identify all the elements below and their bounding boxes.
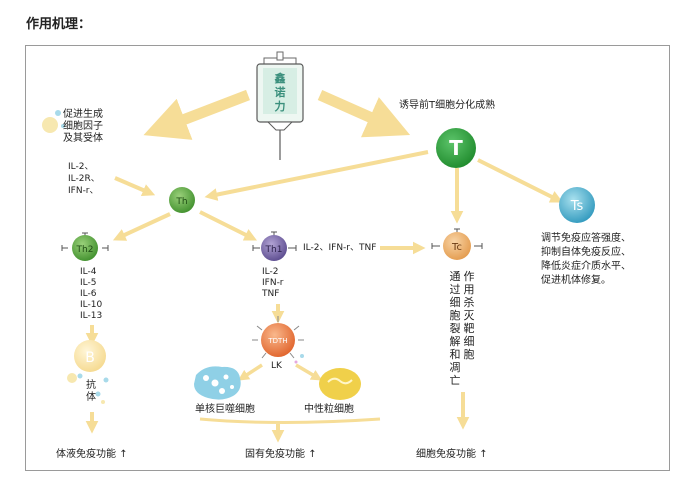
innate-bracket (199, 417, 381, 424)
cell-tdth: TDTH (252, 316, 304, 364)
flow-arrows (85, 150, 564, 443)
ts-effect-item: 调节免疫应答强度、 (541, 233, 631, 244)
up-arrow-icon: ↑ (308, 449, 317, 460)
ts-effects-list: 调节免疫应答强度、 抑制自体免疫反应、 降低炎症介质水平、 促进机体修复。 (541, 232, 631, 288)
cell-th1-label: Th1 (265, 245, 283, 255)
th2-output-item: IL-6 (80, 289, 97, 299)
cell-th2-label: Th2 (76, 245, 94, 255)
innate-function-text: 固有免疫功能 (245, 449, 305, 460)
th2-output-item: IL-4 (80, 267, 97, 277)
cell-tc: Tc (431, 228, 483, 260)
cell-tc-label: Tc (451, 242, 462, 253)
ts-effect-item: 促进机体修复。 (541, 275, 611, 286)
cell-neutrophil (319, 368, 361, 400)
cell-macrophage (194, 366, 241, 400)
cell-ts-label: Ts (570, 199, 584, 214)
cell-th-label: Th (175, 197, 187, 207)
cellular-function-text: 细胞免疫功能 (416, 449, 476, 460)
arrow-to-induce (317, 89, 411, 138)
induce-label: 诱导前T细胞分化成熟 (399, 100, 496, 111)
promote-line: 促进生成 (63, 109, 103, 120)
th2-output-item: IL-10 (80, 300, 103, 310)
antibody-label: 抗体 (86, 380, 96, 403)
arrow-to-promote (143, 89, 250, 140)
arrow-t-to-th (204, 150, 429, 201)
lk-label: LK (271, 361, 282, 371)
th-inputs-list: IL-2、 IL-2R、 IFN-r、 (68, 161, 100, 197)
th2-output-item: IL-5 (80, 278, 97, 288)
th1-outputs-list: IL-2 IFN-r TNF (262, 267, 284, 300)
th-input-item: IL-2R、 (68, 174, 100, 184)
drug-name: 鑫诺力 (274, 71, 286, 113)
macrophage-label: 单核巨噬细胞 (195, 404, 255, 415)
arrow-lk-to-mac (237, 363, 263, 381)
th1-output-item: IL-2 (262, 267, 279, 277)
cell-th2: Th2 (61, 232, 109, 261)
cell-th1: Th1 (252, 231, 297, 261)
arrow-th-to-th1 (199, 210, 258, 241)
diagram-frame (25, 45, 670, 471)
up-arrow-icon: ↑ (119, 449, 128, 460)
cell-b-label: B (85, 350, 95, 366)
ts-effect-item: 抑制自体免疫反应、 (541, 247, 631, 258)
tc-action-1: 作用杀灭靶细胞 (463, 270, 475, 361)
arrow-t-to-ts (477, 158, 564, 203)
ts-effect-item: 降低炎症介质水平、 (541, 261, 631, 272)
up-arrow-icon: ↑ (479, 449, 488, 460)
cell-ts: Ts (559, 187, 595, 223)
promote-label: 促进生成 细胞因子 及其受体 (63, 109, 103, 145)
th2-outputs-list: IL-4 IL-5 IL-6 IL-10 IL-13 (80, 267, 102, 322)
humoral-function-text: 体液免疫功能 (56, 449, 116, 460)
innate-function: 固有免疫功能 ↑ (245, 445, 317, 460)
arrow-th-to-th2 (112, 212, 171, 241)
arrow-inputs-to-th (114, 176, 156, 197)
promote-line: 细胞因子 (63, 121, 103, 132)
th1-output-item: TNF (262, 289, 280, 299)
cell-th: Th (169, 187, 195, 213)
syringe (256, 51, 304, 160)
decorative-dots-top (42, 110, 65, 133)
th1-outputs-inline: IL-2、IFN-r、TNF (303, 243, 377, 253)
humoral-function: 体液免疫功能 ↑ (56, 445, 128, 460)
page-heading: 作用机理： (26, 17, 92, 32)
arrow-lk-to-neu (295, 363, 323, 381)
th-input-item: IL-2、 (68, 162, 94, 172)
promote-line: 及其受体 (63, 133, 103, 144)
cell-t-label: T (449, 136, 463, 160)
th1-output-item: IFN-r (262, 278, 284, 288)
tc-action-2: 通过细胞裂解和凋亡 (449, 270, 461, 387)
th-input-item: IFN-r、 (68, 186, 99, 196)
neutrophil-label: 中性粒细胞 (304, 404, 354, 415)
syringe-arrows (143, 89, 411, 140)
cell-t: T (436, 128, 476, 168)
th2-output-item: IL-13 (80, 311, 103, 321)
cell-b: B (67, 340, 109, 404)
cell-tdth-label: TDTH (267, 337, 287, 345)
cellular-function: 细胞免疫功能 ↑ (416, 445, 488, 460)
